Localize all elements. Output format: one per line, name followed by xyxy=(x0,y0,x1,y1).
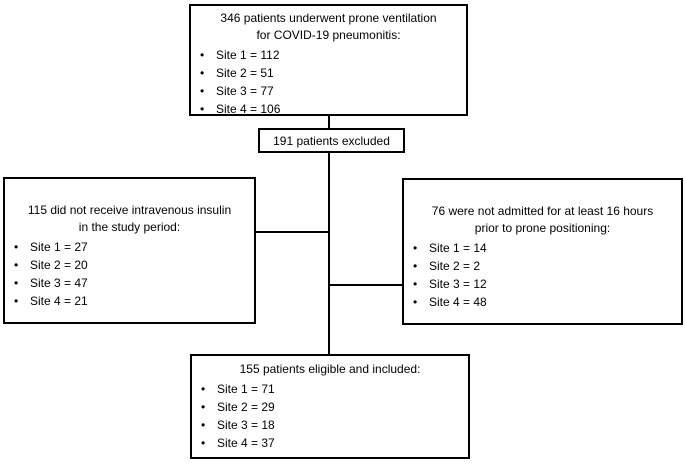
connector-excluded-to-included xyxy=(328,153,330,354)
box-title: 346 patients underwent prone ventilation… xyxy=(191,10,466,44)
site-count-item: Site 1 = 112 xyxy=(191,46,466,64)
box-included-patients: 155 patients eligible and included: Site… xyxy=(190,354,470,459)
site-count-item: Site 1 = 14 xyxy=(404,239,681,257)
box-title: 76 were not admitted for at least 16 hou… xyxy=(404,203,681,237)
box-title: 155 patients eligible and included: xyxy=(192,361,468,378)
box-title-line: for COVID-19 pneumonitis: xyxy=(256,28,401,42)
site-count-item: Site 3 = 77 xyxy=(191,82,466,100)
site-count-item: Site 1 = 71 xyxy=(192,380,468,398)
box-title-line: 115 did not receive intravenous insulin xyxy=(27,203,232,217)
site-count-list: Site 1 = 27Site 2 = 20Site 3 = 47Site 4 … xyxy=(5,238,254,310)
connector-enrolled-to-excluded xyxy=(328,116,330,128)
connector-branch-right xyxy=(330,284,402,286)
box-not-admitted: 76 were not admitted for at least 16 hou… xyxy=(402,178,683,325)
site-count-item: Site 4 = 106 xyxy=(191,100,466,118)
site-count-list: Site 1 = 71Site 2 = 29Site 3 = 18Site 4 … xyxy=(192,380,468,452)
site-count-item: Site 3 = 12 xyxy=(404,275,681,293)
site-count-item: Site 2 = 20 xyxy=(5,256,254,274)
site-count-item: Site 2 = 51 xyxy=(191,64,466,82)
site-count-item: Site 3 = 47 xyxy=(5,274,254,292)
site-count-item: Site 4 = 21 xyxy=(5,292,254,310)
box-title-line: 346 patients underwent prone ventilation xyxy=(220,11,437,25)
box-title-line: in the study period: xyxy=(78,220,181,234)
excluded-label: 191 patients excluded xyxy=(273,133,390,148)
site-count-item: Site 1 = 27 xyxy=(5,238,254,256)
box-no-insulin: 115 did not receive intravenous insulin i… xyxy=(3,177,256,324)
site-count-list: Site 1 = 112Site 2 = 51Site 3 = 77Site 4… xyxy=(191,46,466,118)
site-count-item: Site 4 = 48 xyxy=(404,293,681,311)
site-count-list: Site 1 = 14Site 2 = 2Site 3 = 12Site 4 =… xyxy=(404,239,681,311)
box-excluded-patients: 191 patients excluded xyxy=(258,128,405,153)
box-title-line: 76 were not admitted for at least 16 hou… xyxy=(431,204,654,218)
site-count-item: Site 2 = 2 xyxy=(404,257,681,275)
site-count-item: Site 2 = 29 xyxy=(192,398,468,416)
box-title: 115 did not receive intravenous insulin i… xyxy=(5,202,254,236)
box-title-line: prior to prone positioning: xyxy=(474,221,611,235)
box-enrolled-patients: 346 patients underwent prone ventilation… xyxy=(189,4,468,118)
site-count-item: Site 4 = 37 xyxy=(192,434,468,452)
site-count-item: Site 3 = 18 xyxy=(192,416,468,434)
connector-branch-left xyxy=(256,231,330,233)
box-title-line: 155 patients eligible and included: xyxy=(239,362,421,376)
